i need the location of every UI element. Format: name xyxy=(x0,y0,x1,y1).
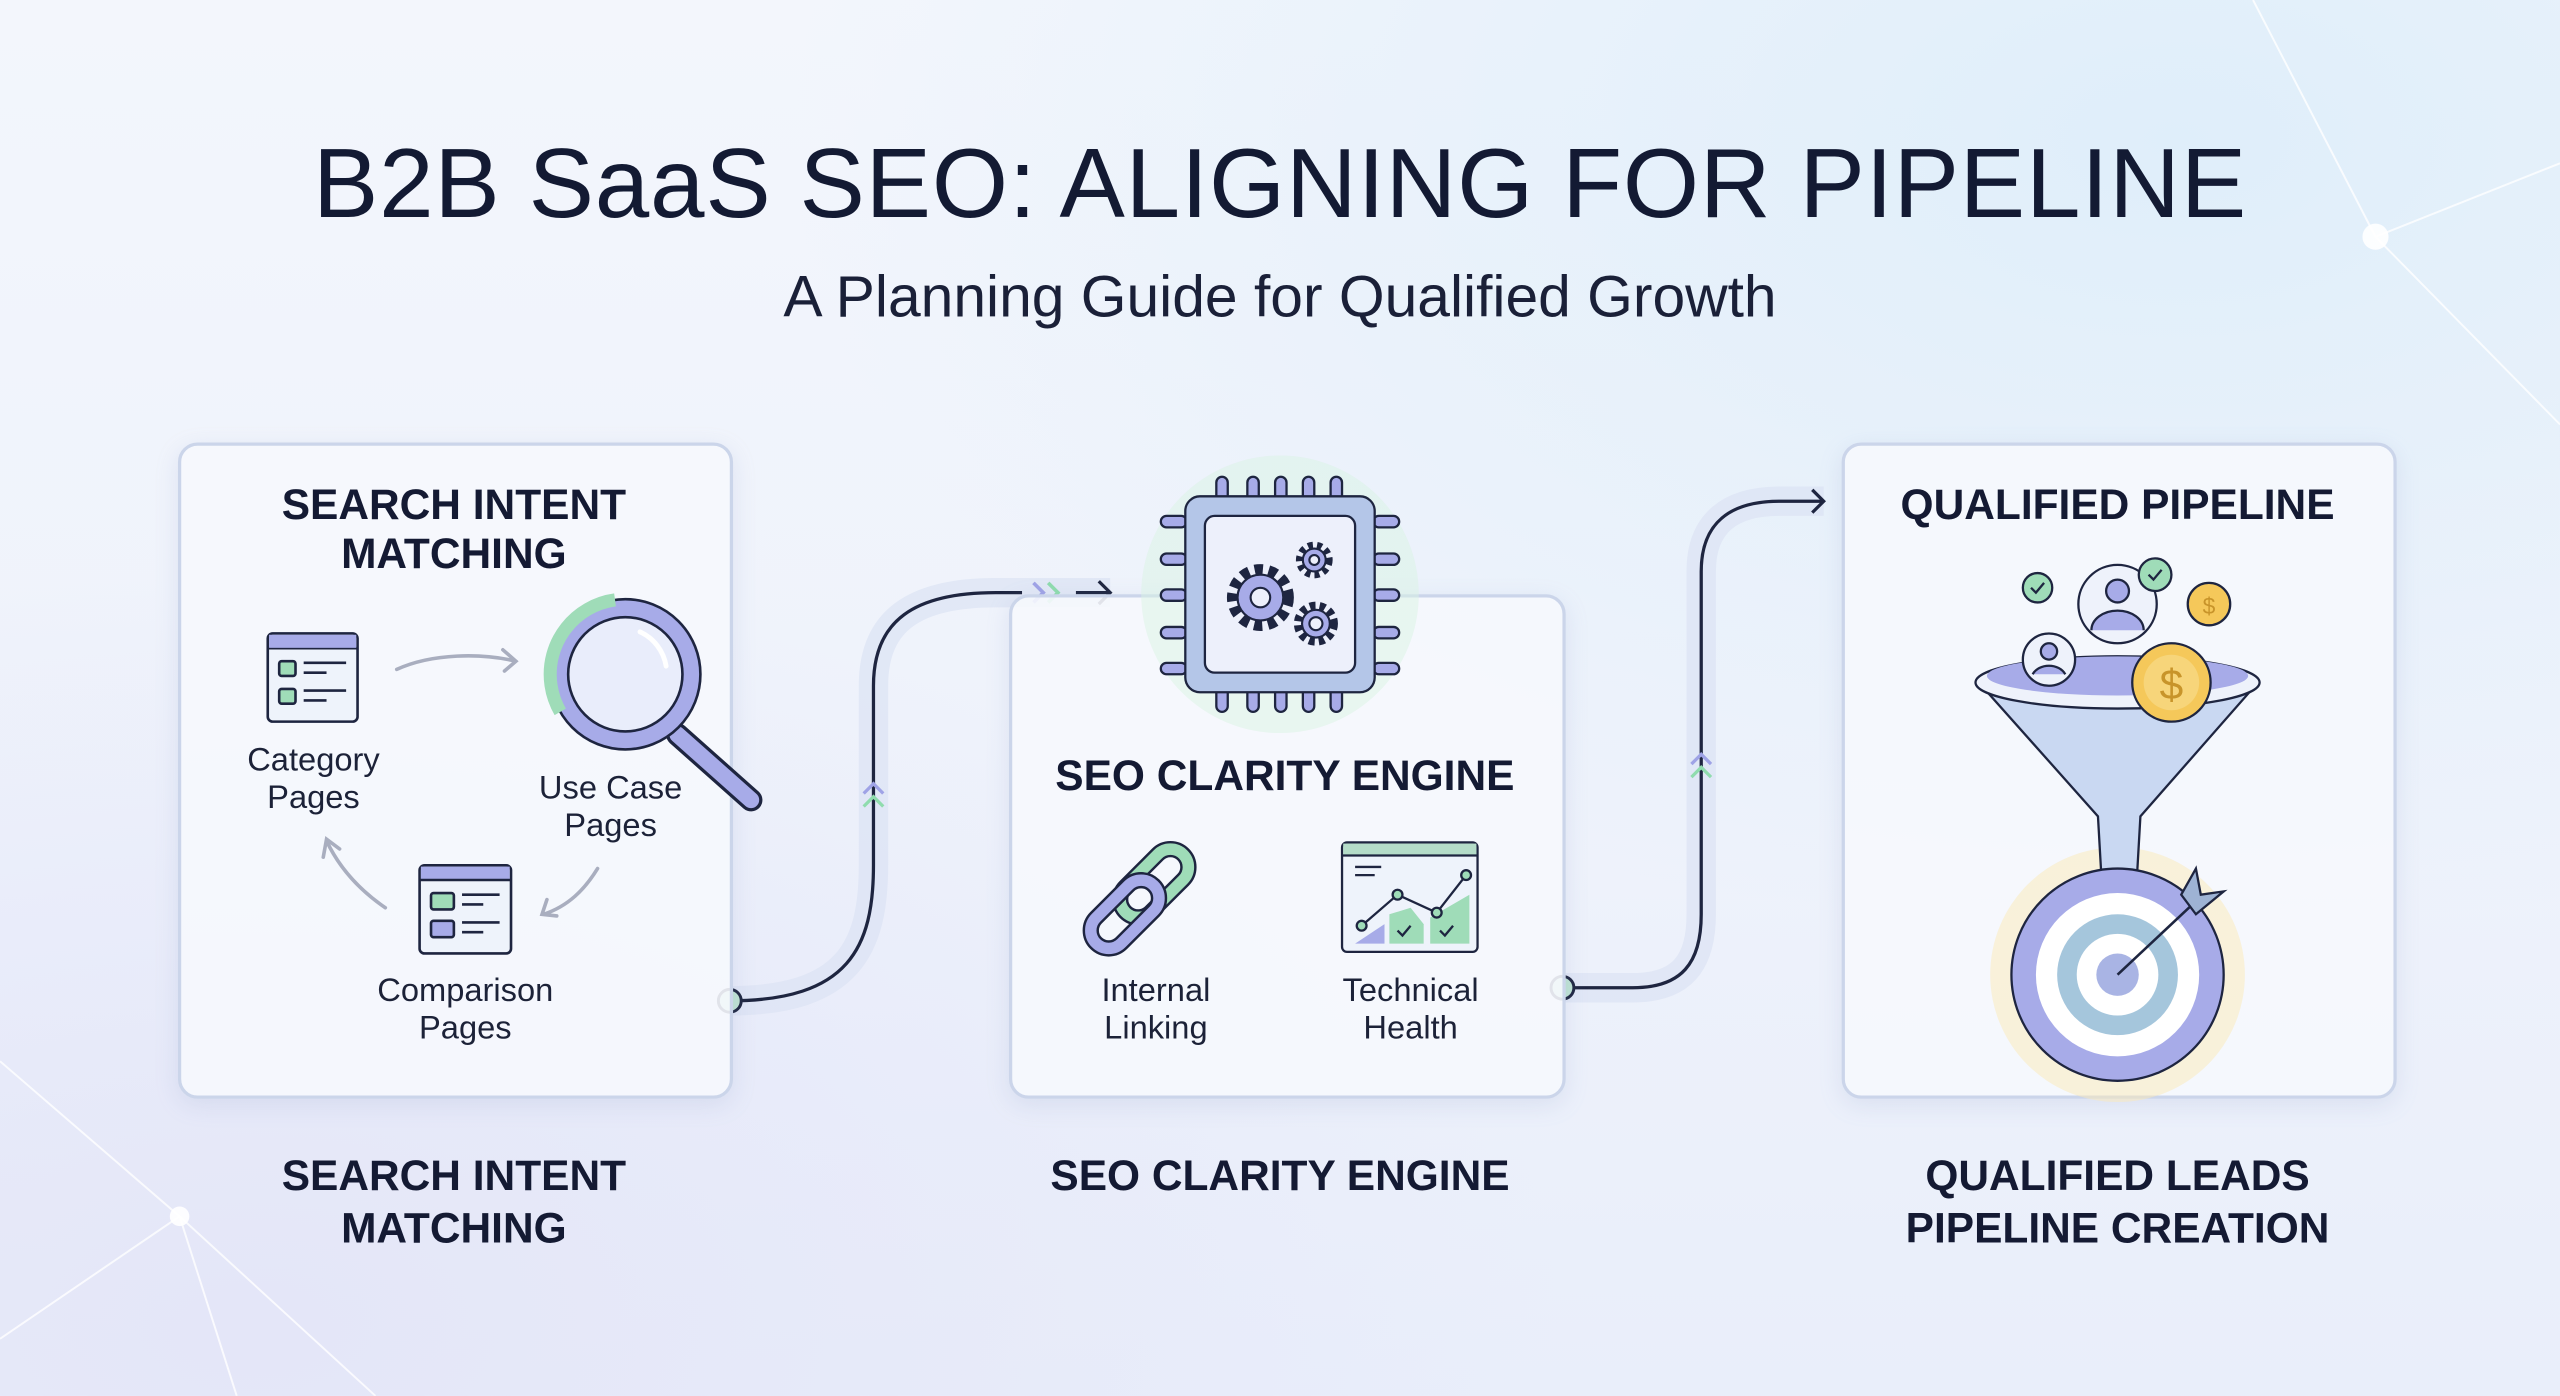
item-label: Pages xyxy=(419,1010,512,1047)
chip-gears-icon xyxy=(1141,455,1419,734)
item-label: Internal xyxy=(1101,973,1211,1009)
card-title-line: MATCHING xyxy=(341,528,567,578)
card-title-line: SEARCH INTENT xyxy=(281,479,627,529)
stage-caption: SEO CLARITY ENGINE xyxy=(1050,1151,1510,1200)
stage-caption: MATCHING xyxy=(341,1203,567,1253)
dollar-icon: $ xyxy=(2160,661,2184,708)
item-label: Comparison xyxy=(377,973,554,1009)
item-label: Pages xyxy=(564,808,657,845)
chart-window-icon xyxy=(1340,841,1479,953)
page-title: B2B SaaS SEO: ALIGNING FOR PIPELINE xyxy=(312,128,2248,239)
dollar-icon: $ xyxy=(2203,593,2216,619)
item-label: Technical xyxy=(1342,973,1479,1009)
webpage-icon xyxy=(266,632,359,723)
card-search-intent xyxy=(177,442,734,1099)
item-label: Health xyxy=(1363,1010,1458,1047)
stage-caption: SEARCH INTENT xyxy=(281,1151,627,1200)
cycle-arrow-icon xyxy=(321,647,600,918)
card-title: SEO CLARITY ENGINE xyxy=(1055,751,1515,800)
chain-link-icon xyxy=(1082,840,1197,957)
stage-caption: QUALIFIED LEADS xyxy=(1925,1151,2310,1200)
card-title: QUALIFIED PIPELINE xyxy=(1900,479,2335,529)
item-label: Pages xyxy=(267,780,360,817)
stage-caption: PIPELINE CREATION xyxy=(1905,1203,2330,1253)
magnifier-icon xyxy=(543,592,763,812)
item-label: Category xyxy=(247,742,380,779)
page-subtitle: A Planning Guide for Qualified Growth xyxy=(783,262,1777,330)
webpage-icon xyxy=(418,863,513,955)
item-label: Use Case xyxy=(538,770,683,807)
item-label: Linking xyxy=(1104,1010,1208,1047)
